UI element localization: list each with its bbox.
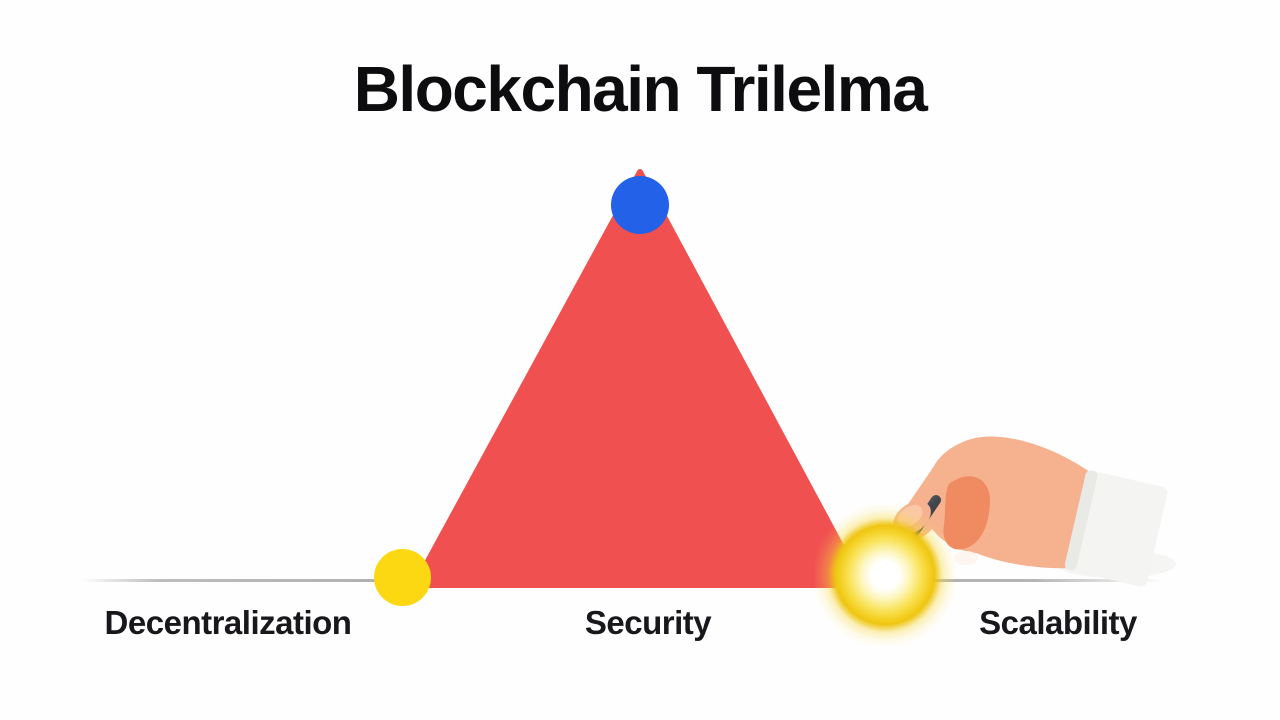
finger-gap-highlight	[954, 551, 978, 565]
label-scalability: Scalability	[979, 604, 1137, 641]
top-vertex-marker	[611, 176, 669, 234]
right-vertex-glow-marker	[815, 505, 955, 645]
sleeve-cuff-shade	[1064, 470, 1098, 571]
triangle-shape	[412, 169, 865, 588]
page-title: Blockchain Trilelma	[353, 53, 928, 125]
label-decentralization: Decentralization	[104, 604, 352, 641]
curled-finger-shape	[943, 476, 991, 550]
left-vertex-marker	[374, 549, 431, 606]
trilemma-triangle	[412, 169, 865, 588]
label-security: Security	[584, 604, 712, 641]
